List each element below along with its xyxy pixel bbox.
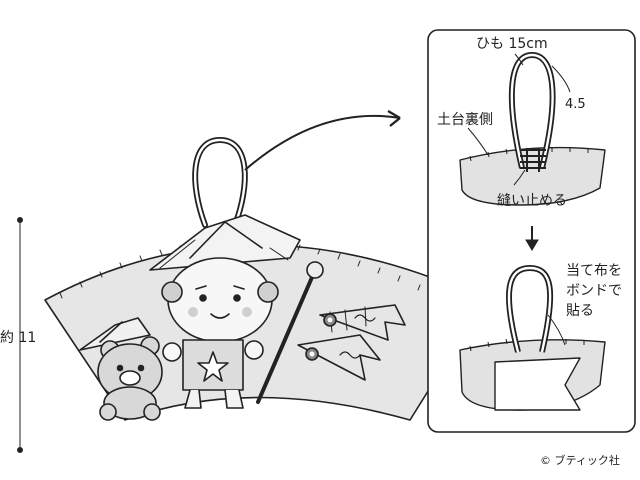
koinobori-carp [297,304,406,381]
apply-cloth-label-2: ボンドで [566,283,622,299]
string-length-label: ひも 15cm [476,36,548,52]
apply-cloth-label-3: 貼る [566,303,594,319]
pointer-arrow [244,109,401,171]
loop-size-label: 4.5 [565,97,586,112]
star-icon [197,351,229,382]
apply-cloth-label-1: 当て布を [566,263,622,279]
character-face [167,257,273,343]
height-dimension [17,217,23,453]
sew-fasten-label: 縫い止める [497,193,567,209]
finished-ornament [44,137,486,421]
small-helmet [79,317,151,351]
down-arrow [525,226,539,251]
copyright-label: © ブティック社 [540,454,620,467]
hanging-loop [192,137,248,228]
back-sewn-loop [459,52,606,206]
kabuto-helmet [149,214,301,271]
height-label: 約 11 [0,330,37,346]
cloth-patch [494,357,581,411]
bear-character [97,336,163,421]
back-with-cloth [459,265,606,411]
base-back-label: 土台裏側 [437,112,493,128]
flag-pole [256,273,315,404]
